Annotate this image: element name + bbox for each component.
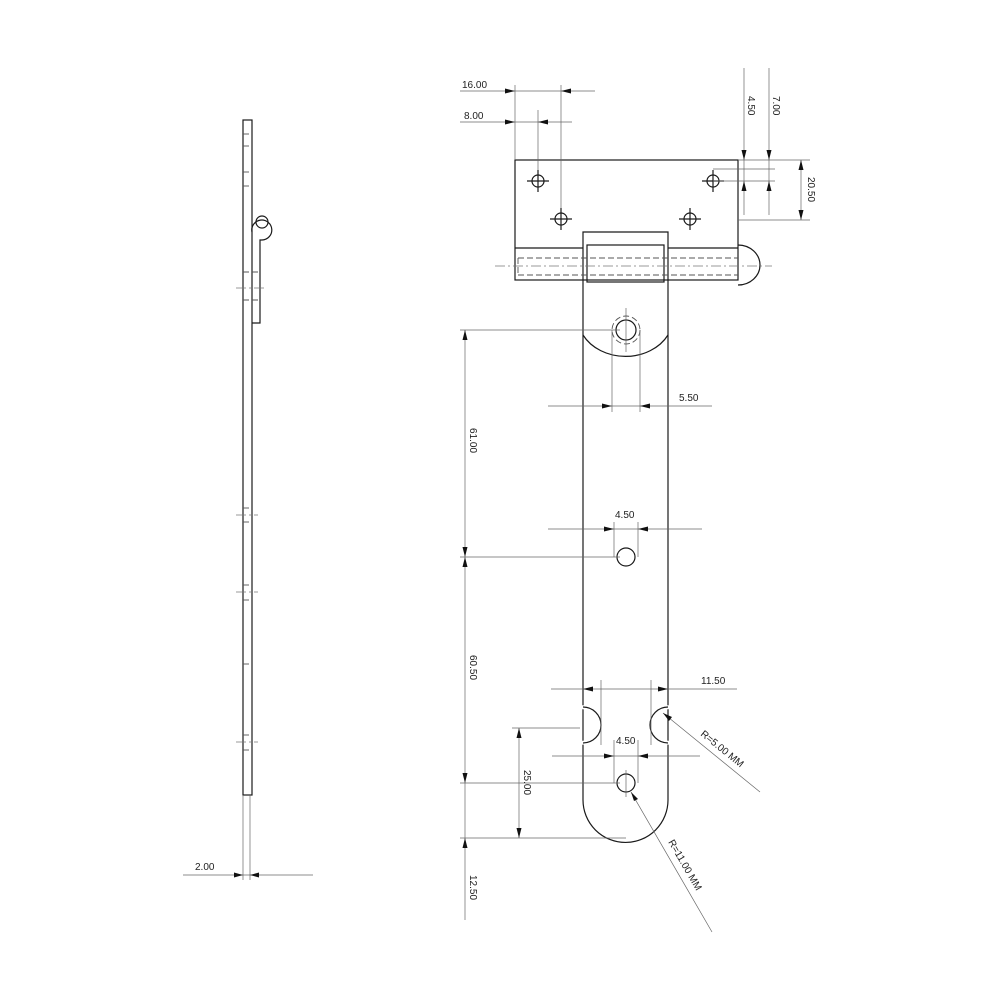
dim-11-50: 11.50 <box>701 676 726 687</box>
dim-16: 16.00 <box>462 80 487 91</box>
dim-12-50: 12.50 <box>467 875 478 900</box>
dim-4-50-top: 4.50 <box>745 96 756 116</box>
dim-60-50: 60.50 <box>467 655 478 680</box>
radius-notch-label: R=5.00 MM <box>698 729 745 770</box>
dim-25: 25.00 <box>521 770 532 795</box>
side-view: 2.00 <box>183 119 313 880</box>
thickness-label: 2.00 <box>195 862 215 873</box>
dim-hole-bottom: 4.50 <box>616 736 636 747</box>
plate-holes <box>527 170 724 230</box>
dim-hole-mid: 4.50 <box>615 510 635 521</box>
dim-7: 7.00 <box>770 96 781 116</box>
dim-8: 8.00 <box>464 111 484 122</box>
dim-5-50: 5.50 <box>679 393 699 404</box>
dim-20-50: 20.50 <box>805 177 816 202</box>
dim-61: 61.00 <box>467 428 478 453</box>
front-view: 16.00 8.00 4.50 7.00 20.50 5.50 4.50 11.… <box>460 68 816 933</box>
